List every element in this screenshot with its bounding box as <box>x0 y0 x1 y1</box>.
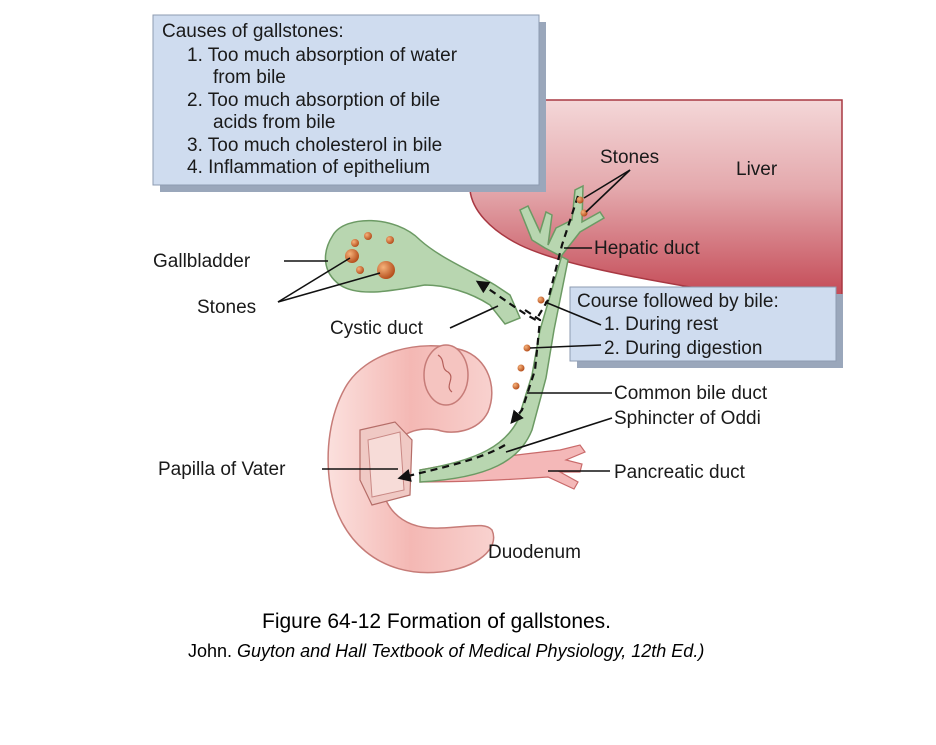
label-duodenum: Duodenum <box>488 542 581 563</box>
credit-book-title: Guyton and Hall Textbook of Medical Phys… <box>237 641 705 661</box>
label-pancreatic-duct: Pancreatic duct <box>614 462 746 483</box>
figure-credit: John. Guyton and Hall Textbook of Medica… <box>188 641 704 662</box>
leader-lines <box>277 169 631 472</box>
cause-3: 3. Too much cholesterol in bile <box>187 135 442 156</box>
label-hepatic-duct: Hepatic duct <box>594 238 700 259</box>
label-liver: Liver <box>736 159 778 180</box>
label-cystic-duct: Cystic duct <box>330 318 424 339</box>
label-common-bile-duct: Common bile duct <box>614 383 768 404</box>
bile-flow-digestion <box>510 309 542 425</box>
course-box: Course followed by bile: 1. During rest … <box>569 286 843 368</box>
course-title: Course followed by bile: <box>577 291 779 312</box>
label-papilla-of-vater: Papilla of Vater <box>158 459 286 480</box>
causes-title: Causes of gallstones: <box>162 21 344 42</box>
label-stones-top: Stones <box>600 147 659 168</box>
label-sphincter-of-oddi: Sphincter of Oddi <box>614 408 761 429</box>
label-stones-left: Stones <box>197 297 256 318</box>
duodenum <box>327 344 495 574</box>
course-item-digestion: 2. During digestion <box>604 338 762 359</box>
cause-1-line-2: from bile <box>213 67 286 88</box>
cause-2-line-1: 2. Too much absorption of bile <box>187 90 440 111</box>
credit-prefix: John. <box>188 641 238 661</box>
causes-box: Causes of gallstones: 1. Too much absorp… <box>152 14 546 192</box>
label-gallbladder: Gallbladder <box>153 251 251 272</box>
cause-4: 4. Inflammation of epithelium <box>187 157 430 178</box>
figure-caption: Figure 64-12 Formation of gallstones. <box>262 610 612 633</box>
bile-duct-shape <box>419 184 606 483</box>
bile-flow-to-duodenum <box>397 444 506 482</box>
cause-1-line-1: 1. Too much absorption of water <box>187 45 458 66</box>
course-item-rest: 1. During rest <box>604 314 719 335</box>
cause-2-line-2: acids from bile <box>213 112 336 133</box>
